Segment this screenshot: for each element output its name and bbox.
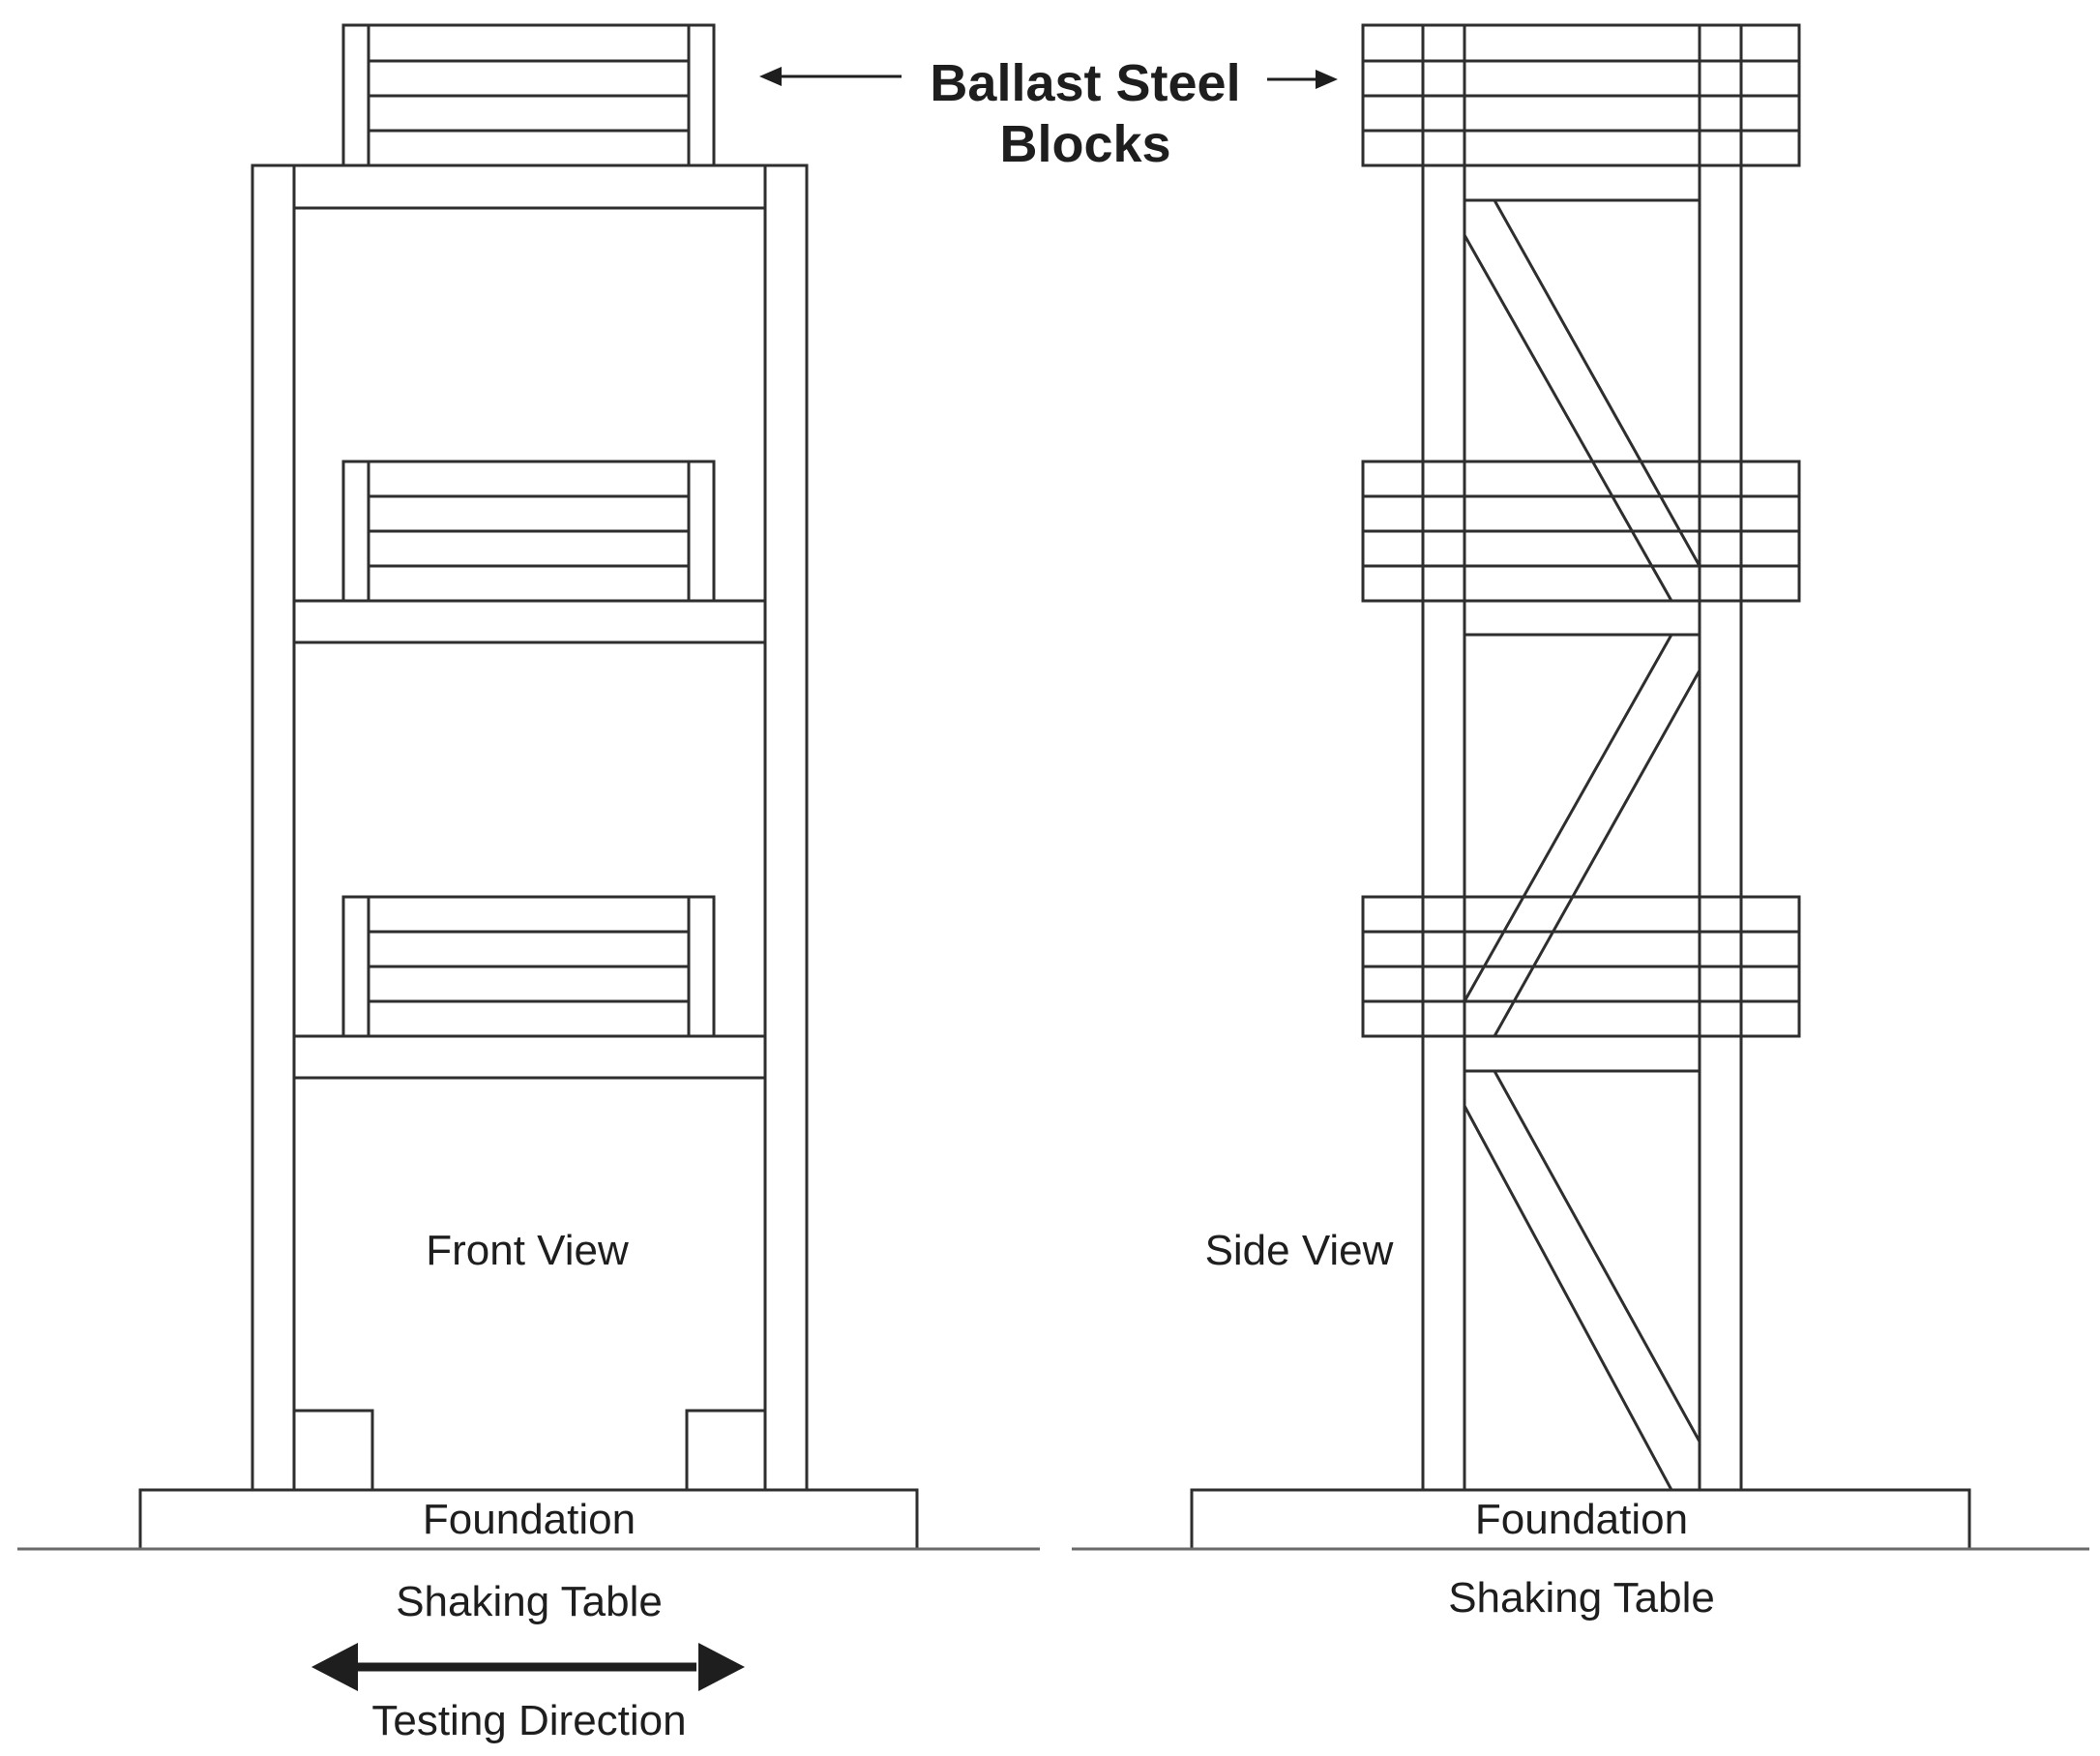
front-middle-floor-beam [292,599,767,644]
side-shaking-table-label: Shaking Table [1448,1574,1715,1622]
side-foundation-label: Foundation [1475,1496,1688,1543]
side-foundation [1190,1488,1971,1551]
side-view [1190,23,1971,1551]
ballast-left-arrow [759,67,902,86]
front-view-label: Front View [426,1227,629,1274]
front-shaking-table-label: Shaking Table [396,1578,663,1625]
front-frame [251,164,809,1492]
ballast-label-line2: Blocks [999,115,1170,173]
side-view-label: Side View [1205,1227,1394,1274]
side-lower-ballast-blocks [1361,895,1801,1038]
side-top-ballast-blocks [1361,23,1801,167]
side-diagonal-braces [1463,199,1701,1491]
front-lower-floor-beam [292,1034,767,1080]
front-foundation-label: Foundation [423,1496,636,1543]
front-middle-ballast-blocks [341,460,716,603]
side-middle-ballast-blocks [1361,460,1801,603]
ballast-label-line1: Ballast Steel [930,54,1240,112]
front-left-base-plate [292,1409,374,1492]
front-foundation [138,1488,919,1551]
front-top-ballast-blocks [341,23,716,167]
testing-direction-label: Testing Direction [371,1697,686,1744]
front-lower-ballast-blocks [341,895,716,1038]
side-frame [1421,25,1743,1490]
front-right-base-plate [685,1409,767,1492]
ballast-right-arrow [1267,70,1338,89]
front-view [138,23,919,1551]
testing-direction-arrow [311,1643,745,1691]
